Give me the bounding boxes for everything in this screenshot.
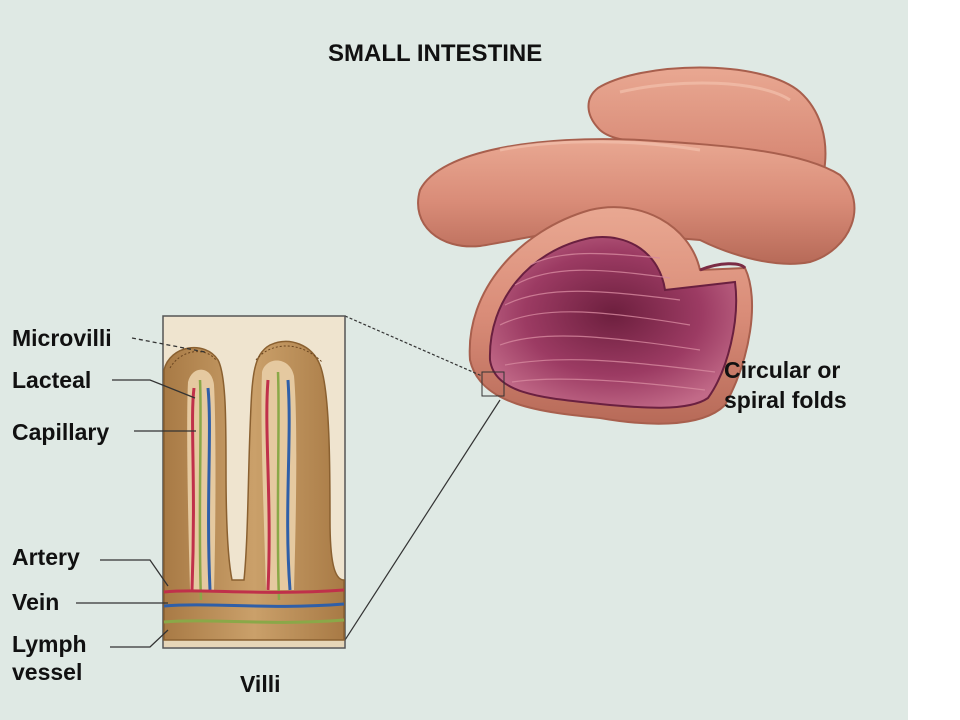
label-capillary: Capillary [12, 419, 110, 445]
callout-lines [344, 315, 505, 641]
label-lacteal: Lacteal [12, 367, 92, 393]
label-leader-lines [76, 337, 206, 648]
label-artery: Artery [12, 544, 80, 570]
label-vessel: vessel [12, 659, 83, 685]
label-circular-folds: Circular or [724, 357, 841, 383]
label-spiral-folds: spiral folds [724, 387, 847, 413]
label-villi: Villi [240, 671, 281, 697]
label-lymph: Lymph [12, 631, 87, 657]
diagram-title: SMALL INTESTINE [328, 40, 543, 67]
label-microvilli: Microvilli [12, 325, 112, 351]
intestine-cross-section [468, 206, 754, 425]
villi-inset [162, 315, 346, 649]
label-vein: Vein [12, 589, 60, 615]
blank-margin [908, 0, 960, 720]
intestine-coils [417, 66, 856, 265]
